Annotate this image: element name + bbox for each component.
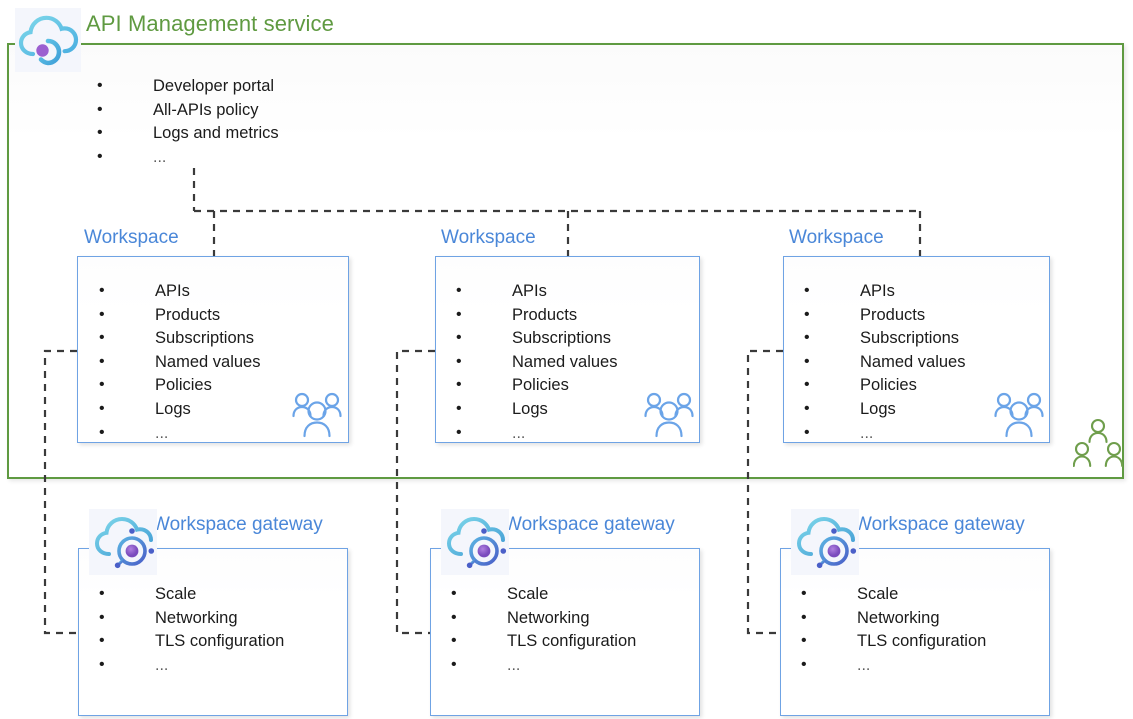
workspace-3-label: Workspace [789,227,884,248]
list-item: ... [804,421,965,446]
people-group-icon [292,392,342,438]
workspace-1-feature-list: APIs Products Subscriptions Named values… [99,279,260,446]
workspace-gateway-cloud-icon [446,516,507,569]
list-item: Products [804,303,965,328]
list-item: APIs [456,279,617,304]
workspace-gateway-1-icon-plate [89,509,157,575]
list-item: APIs [99,279,260,304]
list-item: Scale [801,582,986,607]
list-item: APIs [804,279,965,304]
list-item: ... [99,421,260,446]
api-management-cloud-icon [18,15,79,66]
workspace-2-feature-list: APIs Products Subscriptions Named values… [456,279,617,446]
list-item: Networking [451,606,636,631]
workspace-gateway-cloud-icon [796,516,857,569]
list-item: Products [456,303,617,328]
list-item: Networking [801,606,986,631]
list-item: Scale [451,582,636,607]
list-item: Subscriptions [804,326,965,351]
workspace-gateway-2-label: Workspace gateway [504,514,675,535]
people-group-icon [644,392,694,438]
list-item: ... [801,653,986,678]
service-feature-list: Developer portal All-APIs policy Logs an… [97,74,279,170]
list-item: TLS configuration [99,629,284,654]
list-item: Subscriptions [99,326,260,351]
list-item: ... [97,145,279,170]
people-group-icon [994,392,1044,438]
workspace-3-feature-list: APIs Products Subscriptions Named values… [804,279,965,446]
workspace-gateway-2-feature-list: Scale Networking TLS configuration ... [451,582,636,678]
list-item: Named values [456,350,617,375]
list-item: All-APIs policy [97,98,279,123]
list-item: Policies [456,373,617,398]
workspace-2-label: Workspace [441,227,536,248]
workspace-1-label: Workspace [84,227,179,248]
service-people-group-icon [1073,418,1123,468]
workspace-gateway-3-label: Workspace gateway [854,514,1025,535]
workspace-gateway-2-icon-plate [441,509,509,575]
list-item: Named values [99,350,260,375]
list-item: Logs [804,397,965,422]
api-management-icon-plate [15,8,81,72]
list-item: TLS configuration [451,629,636,654]
list-item: Subscriptions [456,326,617,351]
list-item: Logs [456,397,617,422]
api-management-service-title: API Management service [86,11,334,36]
workspace-gateway-3-icon-plate [791,509,859,575]
list-item: Policies [804,373,965,398]
list-item: Logs [99,397,260,422]
workspace-gateway-1-label: Workspace gateway [152,514,323,535]
workspace-gateway-1-feature-list: Scale Networking TLS configuration ... [99,582,284,678]
list-item: Networking [99,606,284,631]
workspace-gateway-cloud-icon [94,516,155,569]
list-item: Policies [99,373,260,398]
list-item: Scale [99,582,284,607]
list-item: ... [451,653,636,678]
list-item: Named values [804,350,965,375]
list-item: ... [456,421,617,446]
workspace-gateway-3-feature-list: Scale Networking TLS configuration ... [801,582,986,678]
list-item: Logs and metrics [97,121,279,146]
list-item: Developer portal [97,74,279,99]
list-item: Products [99,303,260,328]
list-item: TLS configuration [801,629,986,654]
list-item: ... [99,653,284,678]
